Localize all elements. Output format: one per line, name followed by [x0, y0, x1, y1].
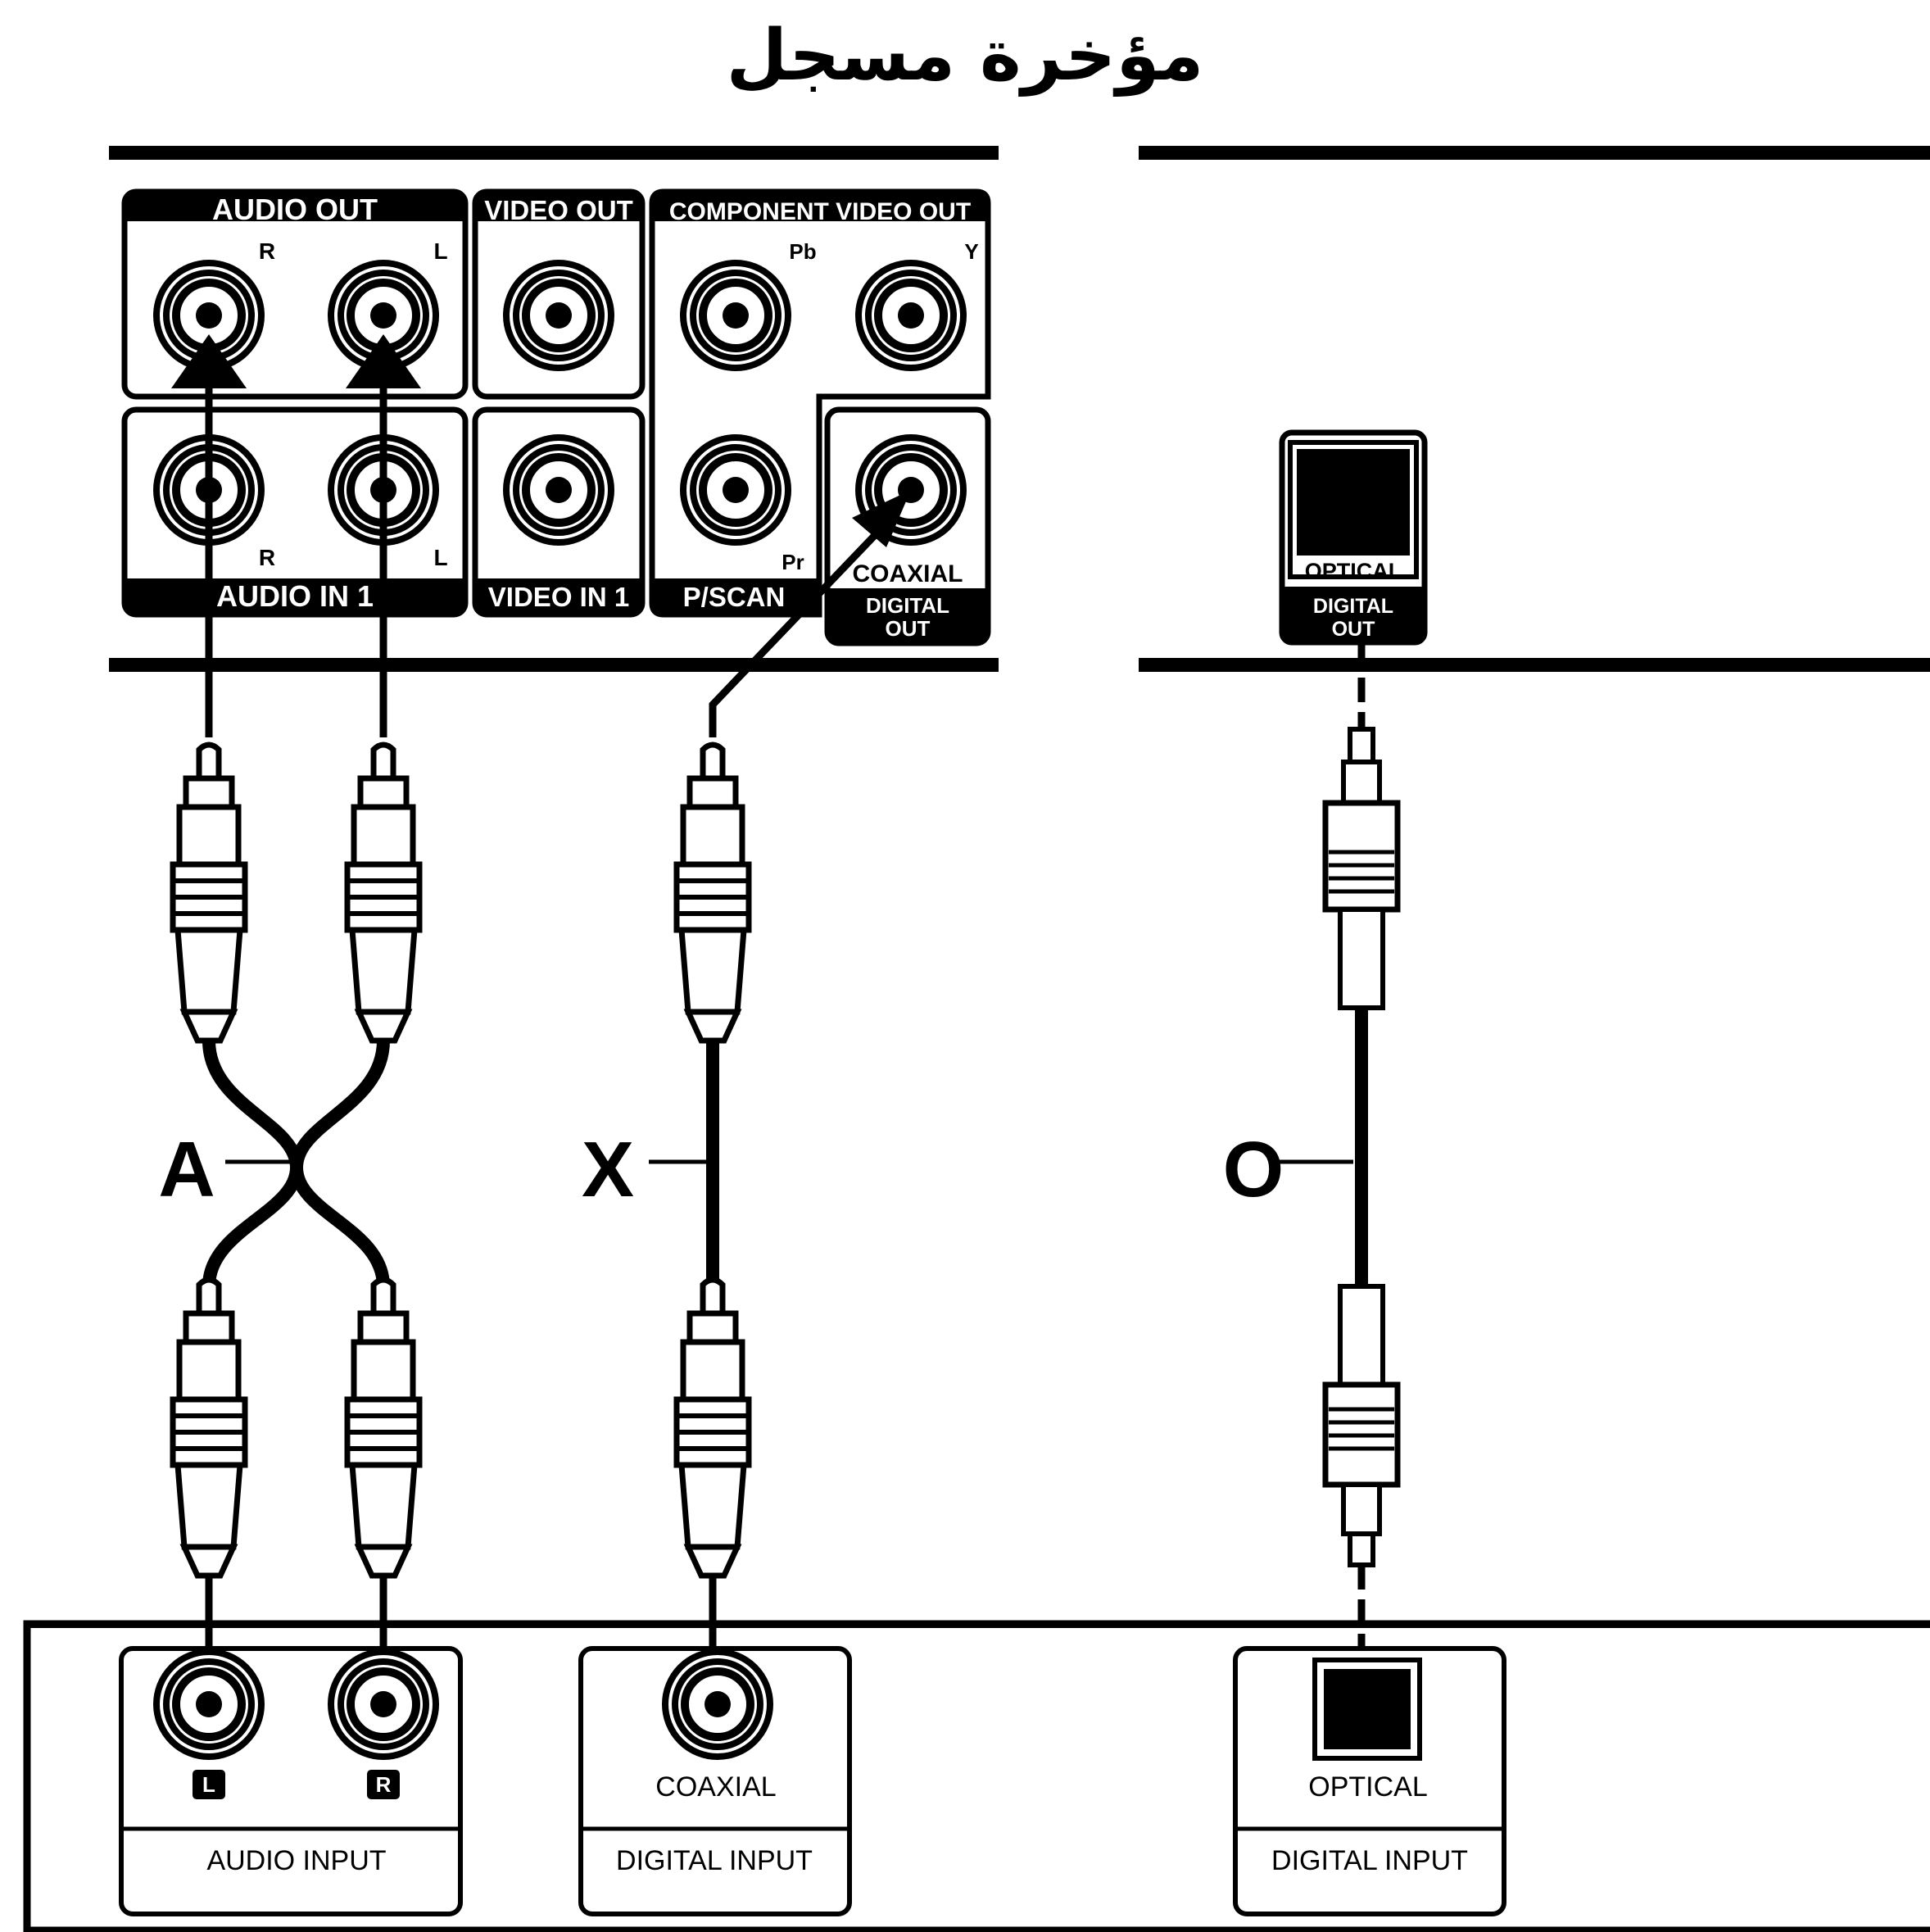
- optical-out-label: OPTICAL: [1305, 559, 1402, 583]
- y-label: Y: [964, 239, 978, 264]
- audio-input-label: AUDIO INPUT: [206, 1845, 386, 1876]
- audio-out-label: AUDIO OUT: [212, 193, 378, 226]
- coaxial-input-jack[interactable]: [665, 1652, 770, 1757]
- optical-digital-input-label: DIGITAL INPUT: [1271, 1845, 1468, 1876]
- audio-in-l-label: L: [433, 545, 447, 570]
- cable-a-plug-bottom-right: [347, 1280, 419, 1576]
- optical-input-port[interactable]: [1324, 1669, 1411, 1749]
- cable-o: O: [1223, 643, 1404, 1703]
- y-jack[interactable]: [859, 263, 963, 368]
- pscan-label: P/SCAN: [683, 582, 786, 612]
- audio-input-l-jack[interactable]: [156, 1652, 261, 1757]
- pb-jack[interactable]: [683, 263, 788, 368]
- recorder-top-rail: [109, 146, 999, 160]
- video-out-jack[interactable]: [506, 263, 611, 368]
- optical-out-panel: OPTICAL DIGITAL OUT: [1279, 429, 1428, 646]
- audio-input-l-badge: L: [202, 1772, 215, 1797]
- digital-out-label-2: OUT: [886, 616, 931, 641]
- optical-digital-out-label-2: OUT: [1332, 618, 1375, 641]
- optical-input-label: OPTICAL: [1308, 1771, 1427, 1803]
- recorder-rear-panel: AUDIO OUT R L VIDEO OUT COMPONENT VIDEO …: [121, 188, 991, 646]
- audio-input-r-badge: R: [376, 1772, 392, 1797]
- video-in-jack[interactable]: [506, 438, 611, 542]
- digital-out-label-1: DIGITAL: [866, 593, 949, 618]
- optical-out-port[interactable]: [1297, 449, 1410, 556]
- cable-x-plug-top: [677, 745, 749, 1041]
- optical-top-rail: [1139, 146, 1930, 160]
- pr-jack[interactable]: [683, 438, 788, 542]
- video-out-label: VIDEO OUT: [484, 195, 633, 225]
- cable-o-label: O: [1223, 1126, 1284, 1213]
- cable-x: X: [582, 490, 911, 1703]
- audio-in-label: AUDIO IN 1: [216, 579, 374, 613]
- video-in-label: VIDEO IN 1: [488, 582, 629, 612]
- pr-label: Pr: [782, 550, 804, 574]
- coaxial-digital-input-label: DIGITAL INPUT: [616, 1845, 813, 1876]
- recorder-bottom-rail: [109, 658, 999, 672]
- component-video-out-label: COMPONENT VIDEO OUT: [669, 198, 971, 225]
- cable-a-plug-top-right: [347, 745, 419, 1041]
- cable-x-label: X: [582, 1126, 634, 1213]
- cable-a-label: A: [158, 1126, 215, 1213]
- coaxial-out-label: COAXIAL: [853, 560, 963, 587]
- pb-label: Pb: [789, 239, 816, 264]
- receiver-panel: L R AUDIO INPUT COAXIAL DIGITAL INPUT OP…: [23, 1620, 1930, 1932]
- cable-a-plug-bottom-left: [173, 1280, 245, 1576]
- audio-input-r-jack[interactable]: [331, 1652, 436, 1757]
- audio-out-r-label: R: [259, 238, 275, 264]
- cable-x-plug-bottom: [677, 1280, 749, 1576]
- audio-in-r-label: R: [259, 545, 275, 570]
- coaxial-input-label: COAXIAL: [655, 1771, 776, 1803]
- optical-digital-out-label-1: DIGITAL: [1313, 595, 1393, 618]
- optical-bottom-rail: [1139, 658, 1930, 672]
- audio-out-l-label: L: [433, 238, 447, 264]
- cable-a-plug-top-left: [173, 745, 245, 1041]
- page-title: مؤخرة مسجل: [726, 15, 1204, 97]
